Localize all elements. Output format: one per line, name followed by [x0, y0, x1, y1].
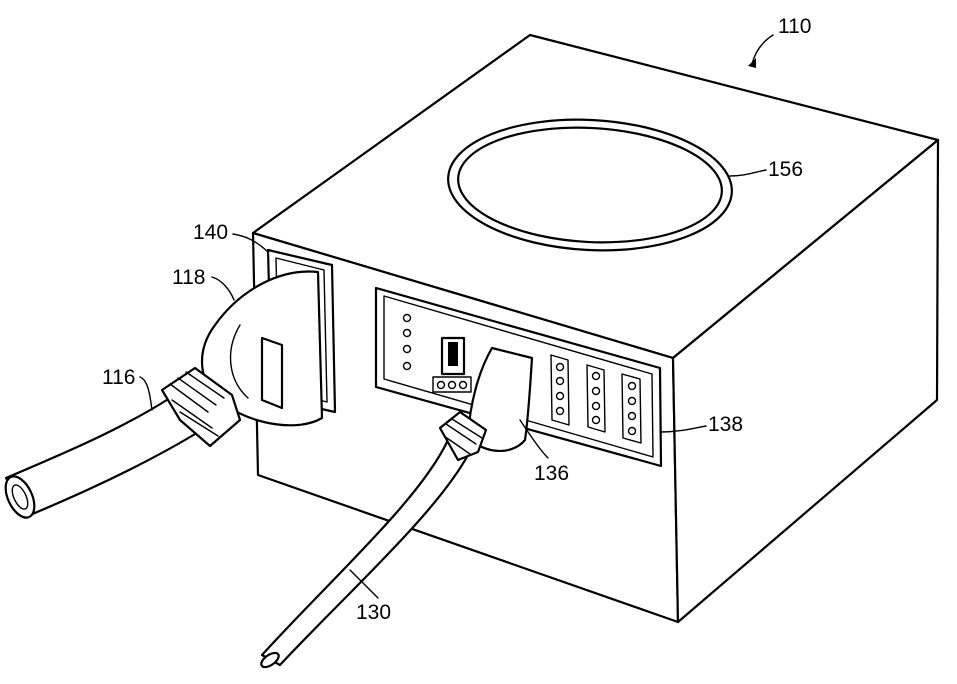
- label-130: 130: [356, 601, 391, 624]
- large-plug-label: [262, 338, 282, 408]
- label-138: 138: [708, 413, 743, 436]
- label-156: 156: [768, 158, 803, 181]
- label-116: 116: [102, 366, 135, 389]
- label-118: 118: [172, 266, 205, 289]
- label-136: 136: [534, 462, 569, 485]
- arrowhead-110: [748, 58, 756, 68]
- label-140: 140: [193, 221, 228, 244]
- leader-118: [212, 277, 234, 300]
- large-cable: [0, 368, 240, 522]
- leader-116: [140, 377, 152, 410]
- label-110: 110: [778, 15, 811, 38]
- switch-rocker: [448, 342, 458, 366]
- power-switch: [442, 338, 464, 374]
- large-cable-body: [6, 398, 205, 515]
